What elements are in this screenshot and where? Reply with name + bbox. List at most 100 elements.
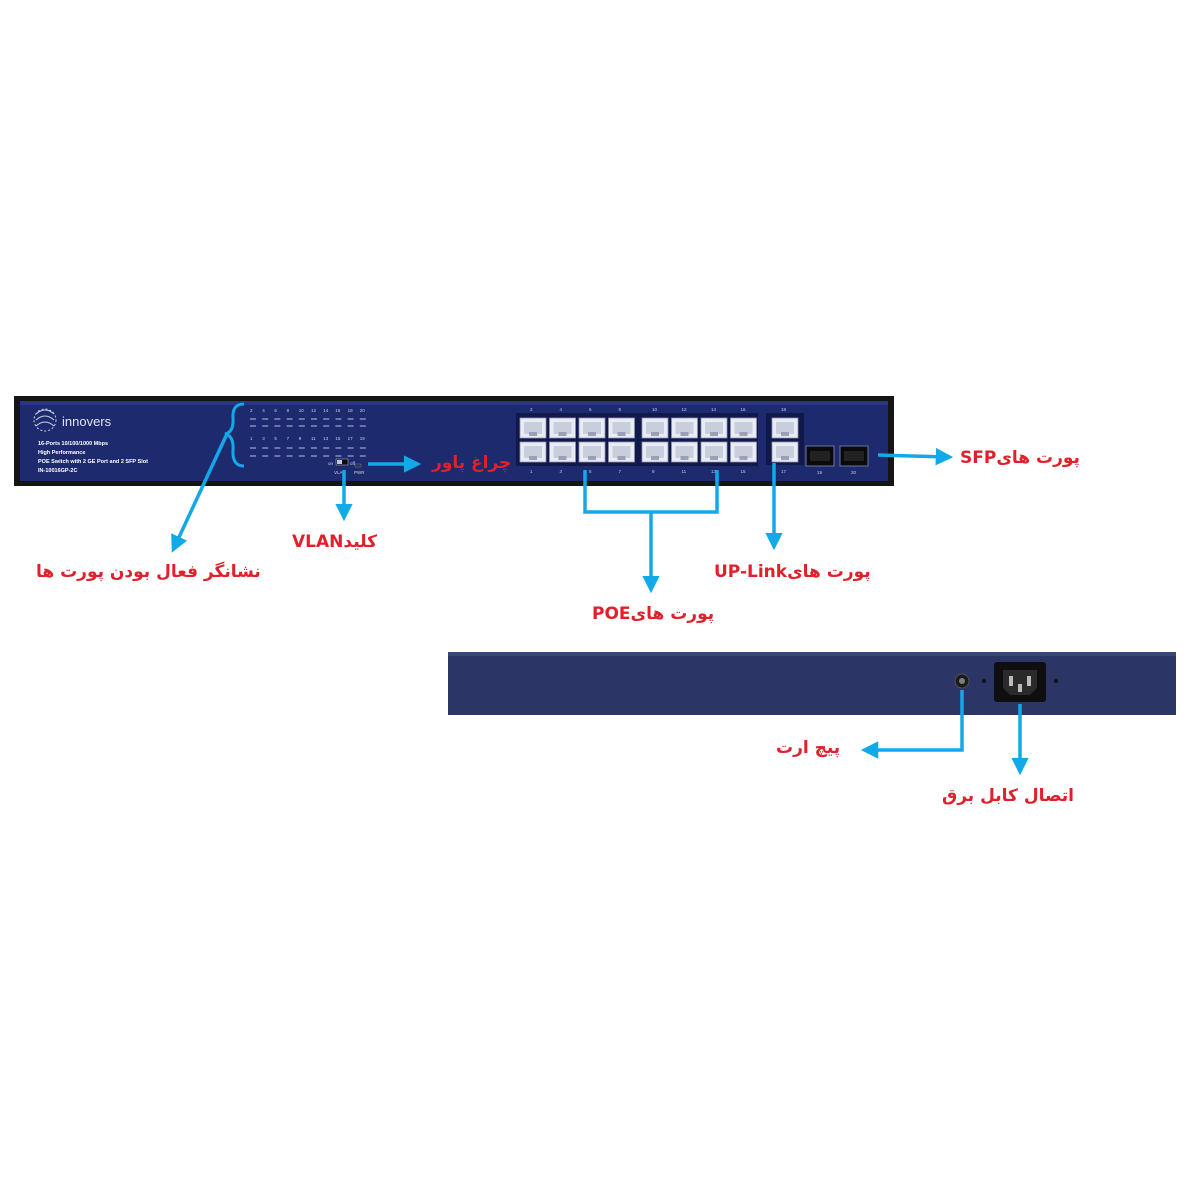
led-indicator: [274, 455, 281, 457]
led-indicator: [335, 418, 342, 420]
led-brace: [224, 402, 245, 468]
sfp-number-19: 19: [817, 470, 823, 475]
led-indicator: [262, 447, 269, 449]
power-inlet-icon[interactable]: [994, 662, 1046, 702]
port-number: 11: [682, 469, 687, 474]
port-number: 9: [652, 469, 655, 474]
led-indicator: [250, 447, 256, 449]
led-indicator: [286, 418, 293, 420]
poe-port-11[interactable]: [671, 441, 698, 463]
led-indicator: [286, 425, 293, 427]
poe-port-15[interactable]: [730, 441, 757, 463]
poe-port-5[interactable]: [578, 441, 606, 463]
poe-port-9[interactable]: [641, 441, 669, 463]
uplink-port-number-18: 18: [781, 407, 787, 412]
led-indicator: [335, 447, 342, 449]
poe-port-8[interactable]: [608, 417, 635, 439]
front-panel: innovers 16-Ports 10/100/1000 Mbps High …: [14, 396, 894, 486]
back-panel: [448, 652, 1176, 715]
led-number: 12: [311, 408, 317, 413]
led-number: 20: [360, 408, 366, 413]
back-face: [448, 652, 1176, 715]
led-number: 8: [287, 408, 290, 413]
annotation-arrows: [171, 435, 1029, 776]
port-number: 8: [619, 407, 622, 412]
power-led: [354, 463, 362, 468]
port-number: 5: [589, 469, 592, 474]
callout-poe-ports: پورت هایPOE: [592, 604, 715, 624]
port-number: 3: [560, 469, 563, 474]
led-indicator: [298, 418, 305, 420]
led-indicator: [347, 425, 354, 427]
led-number: 13: [323, 436, 329, 441]
led-indicator: [298, 425, 305, 427]
callout-vlan-switch: کلیدVLAN: [292, 532, 377, 552]
port-number: 10: [652, 407, 658, 412]
led-indicator: [311, 447, 317, 449]
poe-port-16[interactable]: [730, 417, 757, 439]
led-number: 10: [299, 408, 305, 413]
poe-port-6[interactable]: [578, 417, 606, 439]
poe-port-2[interactable]: [519, 417, 547, 439]
sfp-slot-20[interactable]: [839, 445, 869, 467]
sfp-arrow: [877, 447, 954, 466]
port-number: 2: [530, 407, 533, 412]
led-indicator: [311, 425, 317, 427]
led-indicator: [347, 455, 354, 457]
led-indicator: [298, 447, 305, 449]
ground-screw-icon[interactable]: [954, 673, 970, 689]
led-number: 5: [274, 436, 277, 441]
port-number: 4: [560, 407, 563, 412]
uplink-port-17[interactable]: [771, 441, 799, 463]
poe-port-14[interactable]: [700, 417, 728, 439]
poe-port-13[interactable]: [700, 441, 728, 463]
led-indicator: [286, 455, 293, 457]
poe-port-10[interactable]: [641, 417, 669, 439]
led-indicator: [250, 418, 256, 420]
led-indicator: [250, 425, 256, 427]
led-indicator: [347, 447, 354, 449]
poe-port-12[interactable]: [671, 417, 698, 439]
led-number: 4: [262, 408, 265, 413]
led-number: 19: [360, 436, 366, 441]
led-number: 3: [262, 436, 265, 441]
callout-uplink-ports: پورت هایUP-Link: [714, 562, 871, 582]
led-indicator: [359, 425, 366, 427]
port-number: 1: [530, 469, 533, 474]
led-indicator: [347, 418, 354, 420]
uplink-port-18[interactable]: [771, 417, 799, 439]
led-indicator: [359, 455, 366, 457]
led-indicator: [335, 455, 342, 457]
callout-power-led: چراغ پاور: [432, 453, 512, 473]
sfp-slot-19[interactable]: [805, 445, 835, 467]
led-indicator-arrow: [171, 435, 228, 553]
led-indicator: [262, 418, 269, 420]
led-indicator: [298, 455, 305, 457]
vlan-switch[interactable]: [335, 458, 349, 466]
model-line-4: IN-10016GP-2C: [38, 468, 77, 474]
led-number: 16: [335, 408, 341, 413]
led-number: 1: [250, 436, 253, 441]
led-number: 15: [335, 436, 341, 441]
model-line-2: High Performance: [38, 450, 85, 456]
poe-port-4[interactable]: [549, 417, 576, 439]
brand-name: innovers: [62, 414, 112, 429]
poe-port-7[interactable]: [608, 441, 635, 463]
poe-port-3[interactable]: [549, 441, 576, 463]
led-indicator: [274, 418, 281, 420]
model-line-1: 16-Ports 10/100/1000 Mbps: [38, 441, 108, 447]
port-number: 6: [589, 407, 592, 412]
led-number: 18: [348, 408, 354, 413]
port-number: 15: [741, 469, 747, 474]
port-number: 12: [682, 407, 688, 412]
led-indicator: [262, 455, 269, 457]
vlan-label: VLAN: [334, 470, 346, 475]
port-number: 14: [711, 407, 717, 412]
port-number: 16: [741, 407, 747, 412]
led-indicator: [359, 418, 366, 420]
led-indicator: [311, 455, 317, 457]
led-indicator: [274, 447, 281, 449]
poe-port-1[interactable]: [519, 441, 547, 463]
